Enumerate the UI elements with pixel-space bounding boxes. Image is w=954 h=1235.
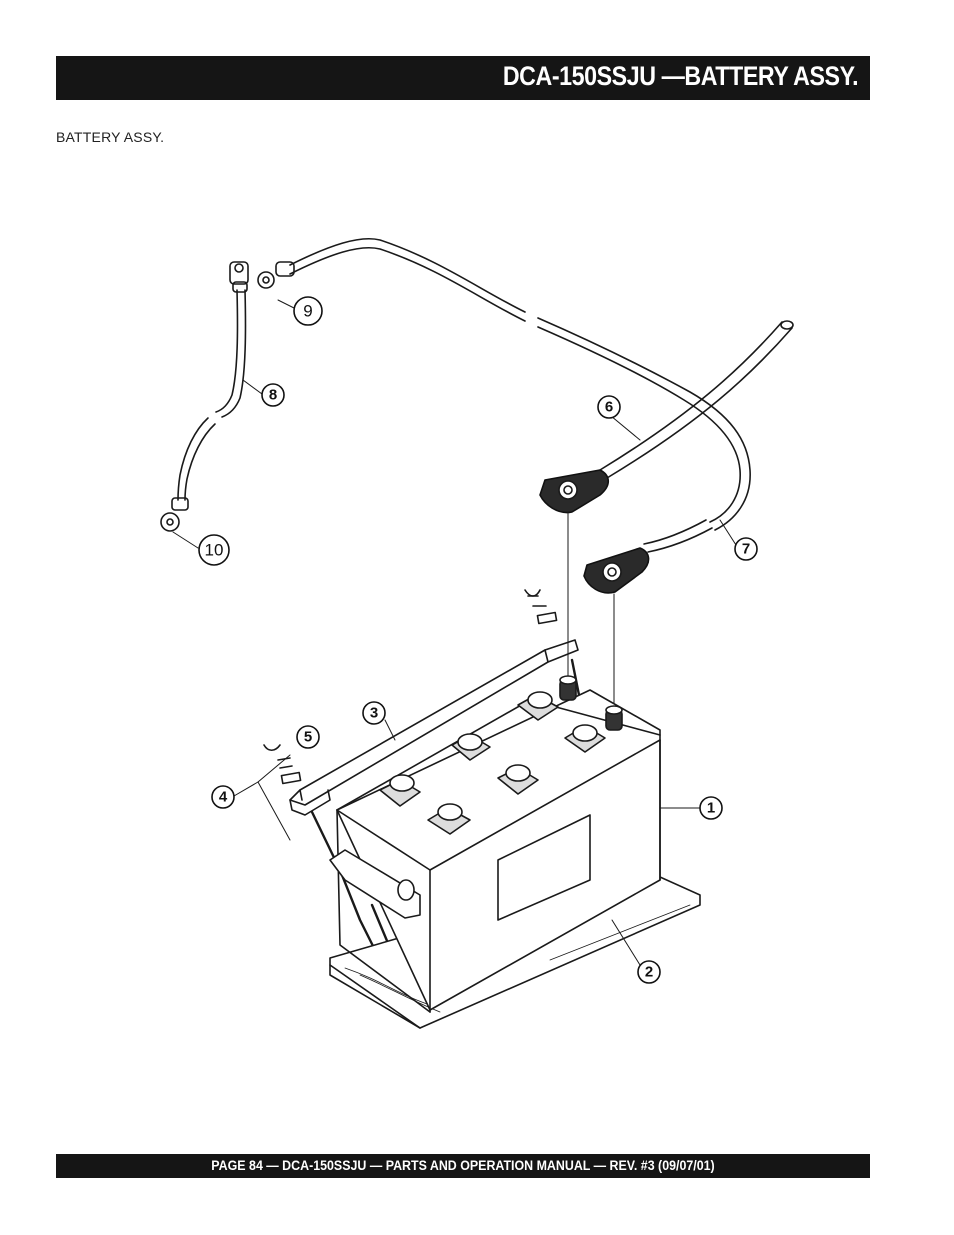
cable-8 bbox=[160, 261, 249, 532]
callout-10-circle bbox=[198, 534, 230, 566]
header-bar: DCA-150SSJU —BATTERY ASSY. bbox=[56, 56, 870, 100]
footer-text: PAGE 84 — DCA-150SSJU — PARTS AND OPERAT… bbox=[211, 1158, 715, 1173]
callout-9: 9 bbox=[303, 302, 312, 321]
footer-bar: PAGE 84 — DCA-150SSJU — PARTS AND OPERAT… bbox=[56, 1154, 870, 1178]
battery-posts bbox=[559, 675, 623, 731]
cable-9 bbox=[257, 237, 751, 531]
cable-7 bbox=[643, 519, 713, 553]
terminal-clamp-6 bbox=[539, 469, 610, 514]
callout-9-circle bbox=[293, 296, 323, 326]
terminal-clamp-7 bbox=[583, 547, 650, 594]
callout-8: 8 bbox=[269, 387, 277, 404]
callout-2: 2 bbox=[645, 964, 653, 981]
callout-1-circle bbox=[699, 796, 723, 820]
callout-7-circle bbox=[734, 537, 758, 561]
callout-8-circle bbox=[261, 383, 285, 407]
callout-2-circle bbox=[637, 960, 661, 984]
callout-4: 4 bbox=[219, 789, 228, 806]
cable-6 bbox=[599, 320, 794, 479]
callout-3-circle bbox=[362, 701, 386, 725]
page-title: DCA-150SSJU —BATTERY ASSY. bbox=[502, 61, 859, 91]
callout-10: 10 bbox=[205, 541, 224, 560]
callout-3: 3 bbox=[370, 705, 378, 722]
hold-down-bar-3 bbox=[289, 639, 579, 816]
callout-1: 1 bbox=[707, 800, 715, 817]
battery-caps bbox=[379, 691, 606, 835]
callout-6-circle bbox=[597, 395, 621, 419]
callout-4-circle bbox=[211, 785, 235, 809]
callout-6: 6 bbox=[605, 399, 613, 416]
callout-7: 7 bbox=[742, 541, 750, 558]
callout-5-circle bbox=[296, 725, 320, 749]
section-label: BATTERY ASSY. bbox=[56, 129, 165, 145]
callout-5: 5 bbox=[304, 729, 312, 746]
